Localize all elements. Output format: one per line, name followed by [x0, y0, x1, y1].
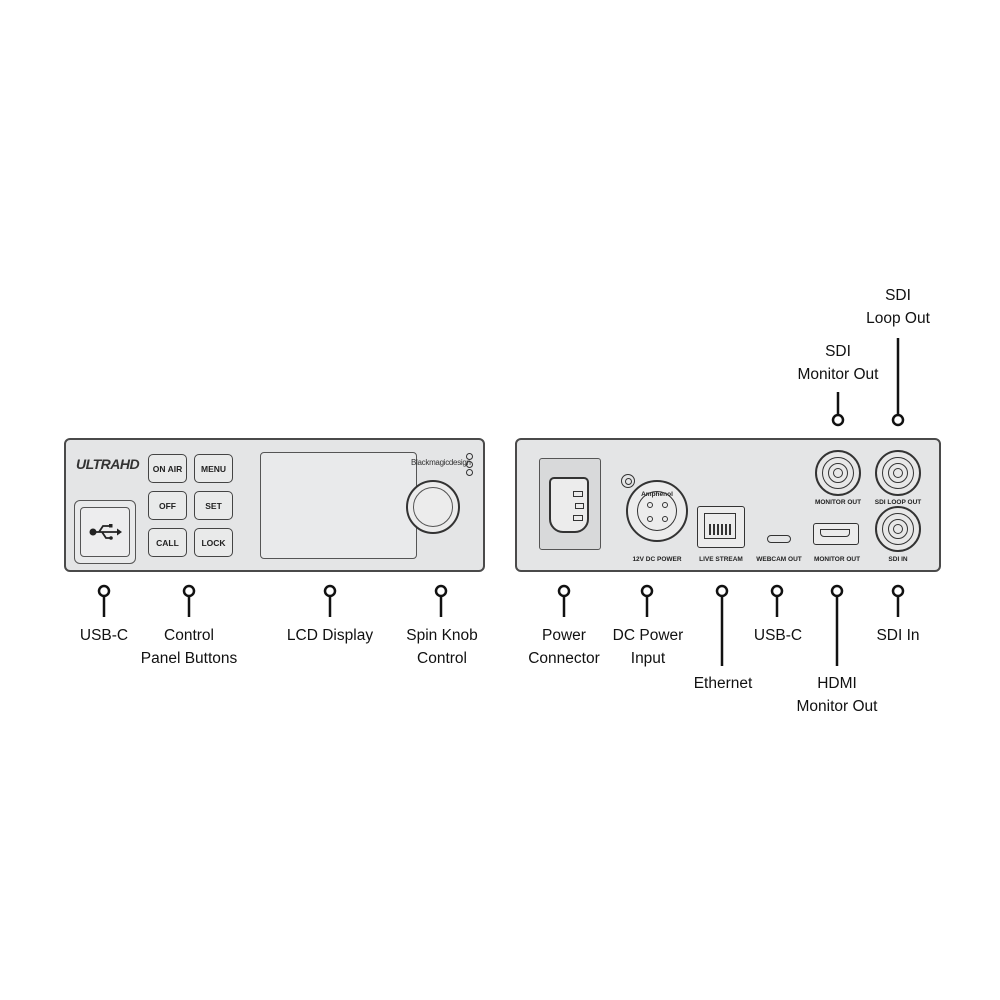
- set-button[interactable]: SET: [194, 491, 233, 520]
- blackmagic-logo-icon: [466, 453, 473, 477]
- callout-lcd-display: LCD Display: [286, 627, 374, 644]
- dc-power-input: Amphenol: [626, 480, 688, 542]
- callout-power-connector: Power Connector: [528, 627, 600, 667]
- leader-sdi-loop-out: [891, 338, 905, 427]
- sdi-loop-out-port-label: SDI LOOP OUT: [874, 499, 922, 506]
- callout-usb-c-rear: USB-C: [753, 627, 803, 644]
- usb-port-face: [80, 507, 130, 557]
- webcam-out-port-label: WEBCAM OUT: [756, 556, 802, 563]
- hdmi-port: [813, 523, 859, 545]
- power-connector: [539, 458, 601, 550]
- ultrahd-logo: ULTRAHD: [76, 456, 140, 472]
- blackmagic-brand-text: Blackmagicdesign: [411, 458, 471, 467]
- sdi-loop-out-bnc: [875, 450, 921, 496]
- leader-usb-c-front: [97, 584, 111, 617]
- sdi-in-bnc: [875, 506, 921, 552]
- usb-icon: [89, 524, 122, 540]
- leader-spin-knob: [434, 584, 448, 617]
- front-panel: ULTRAHD ON AIR MENU OFF SET CALL LOCK Bl…: [64, 438, 485, 572]
- callout-hdmi-monitor-out: HDMI Monitor Out: [796, 675, 878, 715]
- ethernet-port: [697, 506, 745, 548]
- leader-usb-c-rear: [770, 584, 784, 617]
- callout-control-panel-buttons: Control Panel Buttons: [140, 627, 238, 667]
- dc-power-port-label: 12V DC POWER: [632, 556, 682, 563]
- sdi-in-port-label: SDI IN: [888, 556, 908, 563]
- leader-power-connector: [557, 584, 571, 617]
- leader-ethernet: [715, 584, 729, 666]
- lock-button[interactable]: LOCK: [194, 528, 233, 557]
- callout-ethernet: Ethernet: [693, 675, 753, 692]
- leader-dc-power-input: [640, 584, 654, 617]
- callout-sdi-loop-out: SDI Loop Out: [866, 287, 930, 327]
- rear-panel: Amphenol 12V DC POWER LIVE STREAM WEBCAM…: [515, 438, 941, 572]
- callout-usb-c-front: USB-C: [79, 627, 129, 644]
- hdmi-monitor-out-port-label: MONITOR OUT: [813, 556, 861, 563]
- live-stream-port-label: LIVE STREAM: [699, 556, 743, 563]
- leader-lcd-display: [323, 584, 337, 617]
- spin-knob[interactable]: [406, 480, 460, 534]
- screw-icon: [621, 474, 635, 488]
- sdi-monitor-out-bnc: [815, 450, 861, 496]
- call-button[interactable]: CALL: [148, 528, 187, 557]
- callout-sdi-monitor-out: SDI Monitor Out: [797, 343, 879, 383]
- front-usb-c-port: [74, 500, 136, 564]
- sdi-monitor-out-port-label: MONITOR OUT: [814, 499, 862, 506]
- on-air-button[interactable]: ON AIR: [148, 454, 187, 483]
- callout-spin-knob: Spin Knob Control: [406, 627, 478, 667]
- callout-sdi-in: SDI In: [876, 627, 920, 644]
- callout-dc-power-input: DC Power Input: [612, 627, 684, 667]
- webcam-usb-c-port: [767, 535, 791, 543]
- iec-socket: [549, 477, 589, 533]
- leader-sdi-monitor-out: [831, 392, 845, 427]
- off-button[interactable]: OFF: [148, 491, 187, 520]
- leader-sdi-in: [891, 584, 905, 617]
- menu-button[interactable]: MENU: [194, 454, 233, 483]
- lcd-display: [260, 452, 417, 559]
- leader-control-panel-buttons: [182, 584, 196, 617]
- leader-hdmi-monitor-out: [830, 584, 844, 666]
